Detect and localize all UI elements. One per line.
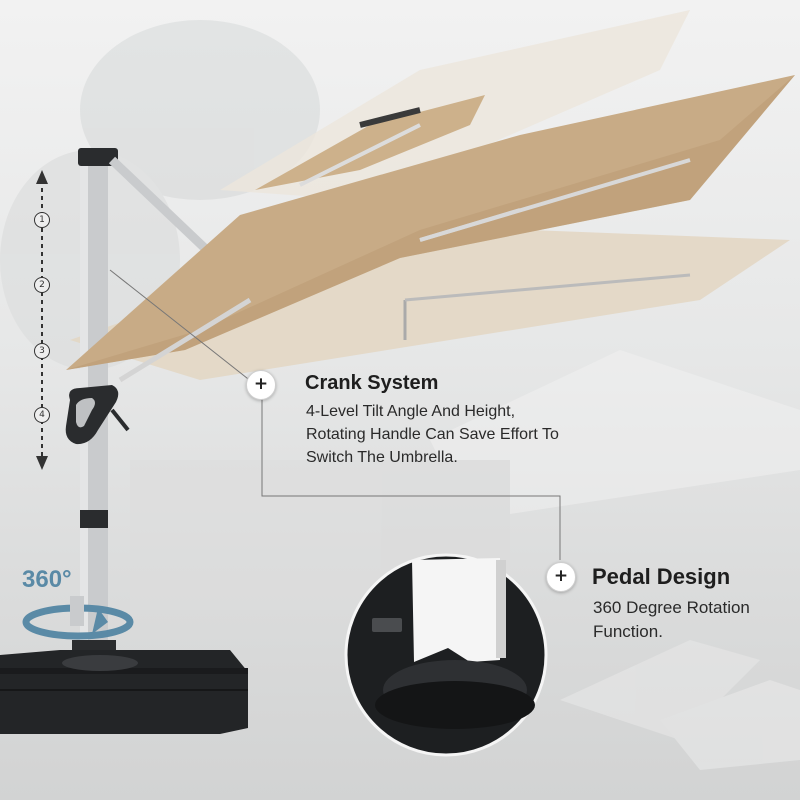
canopy-vent bbox=[255, 95, 485, 190]
crank-handle bbox=[65, 385, 130, 445]
rotation-icon bbox=[22, 596, 134, 640]
pedal-line-1: 360 Degree Rotation bbox=[593, 598, 750, 617]
crank-line-2: Rotating Handle Can Save Effort To bbox=[306, 426, 559, 443]
crank-line-3: Switch The Umbrella. bbox=[306, 449, 458, 466]
pedal-plus-icon: + bbox=[546, 562, 576, 592]
height-level-2: 2 bbox=[34, 277, 50, 293]
pedal-line-2: Function. bbox=[593, 622, 663, 641]
crank-plus-icon: + bbox=[246, 370, 276, 400]
umbrella-base bbox=[0, 650, 248, 734]
umbrella-canopy bbox=[66, 75, 795, 383]
callout-lines bbox=[109, 269, 561, 560]
pedal-title: Pedal Design bbox=[592, 564, 731, 589]
height-level-4: 4 bbox=[34, 407, 50, 423]
pedal-detail-inset bbox=[344, 553, 548, 757]
crank-line-1: 4-Level Tilt Angle And Height, bbox=[306, 403, 516, 420]
height-level-3: 3 bbox=[34, 343, 50, 359]
rotation-label: 360° bbox=[22, 566, 72, 593]
height-level-1: 1 bbox=[34, 212, 50, 228]
crank-title: Crank System bbox=[305, 372, 439, 394]
